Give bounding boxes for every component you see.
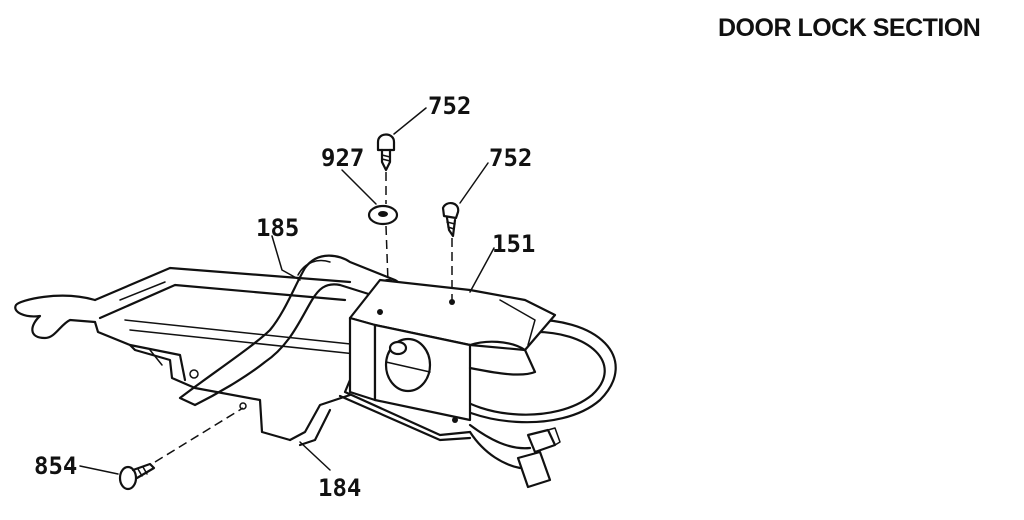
callout-752-right: 752	[489, 144, 532, 172]
callout-752-top: 752	[428, 92, 471, 120]
assembly-line-washer	[385, 225, 389, 283]
callout-185: 185	[256, 214, 299, 242]
wire-harness-loop	[438, 318, 617, 424]
wire-connectors	[468, 423, 561, 489]
washer-927	[367, 204, 399, 226]
callout-854: 854	[34, 452, 77, 480]
callout-151: 151	[492, 230, 535, 258]
callout-184: 184	[318, 474, 361, 502]
bracket-184	[14, 266, 472, 447]
lock-motor-151	[348, 278, 557, 423]
assembly-line-front	[154, 407, 244, 463]
screw-752-top	[376, 133, 396, 172]
callout-927: 927	[321, 144, 364, 172]
section-title: DOOR LOCK SECTION	[718, 14, 981, 42]
screw-854	[118, 462, 156, 491]
leader-lines	[79, 107, 495, 475]
screw-752-right	[441, 202, 460, 238]
